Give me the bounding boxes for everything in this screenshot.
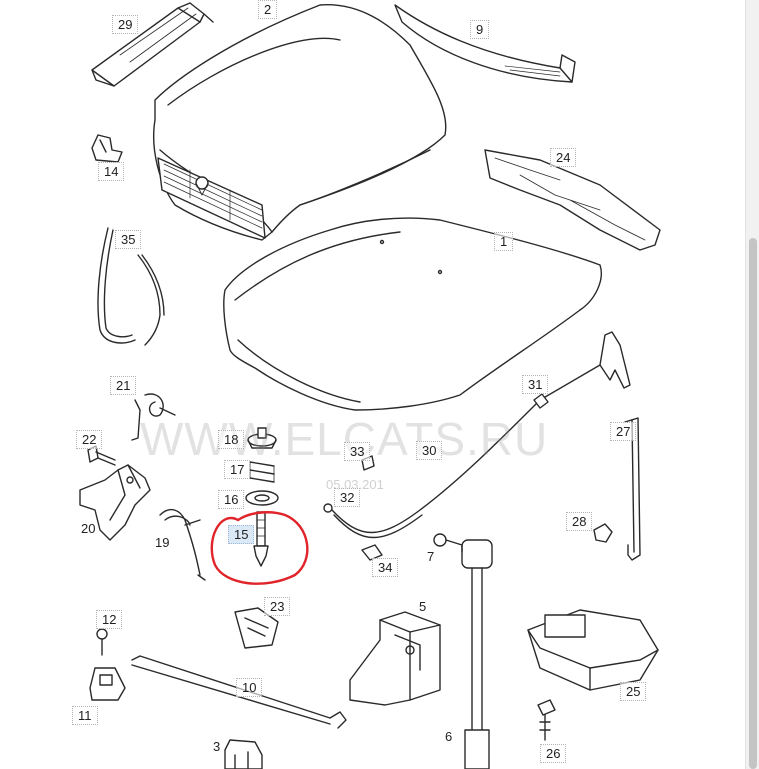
callout-11[interactable]: 11	[72, 706, 98, 725]
callout-20[interactable]: 20	[81, 521, 96, 536]
part-5-block	[349, 611, 441, 706]
part-30-cable	[323, 364, 601, 539]
callout-15[interactable]: 15	[228, 525, 255, 544]
scrollbar-thumb[interactable]	[749, 238, 757, 769]
part-15-bolt	[253, 511, 269, 567]
callout-28[interactable]: 28	[566, 512, 593, 531]
part-21-spring	[131, 393, 176, 441]
callout-18[interactable]: 18	[218, 430, 245, 449]
callout-3[interactable]: 3	[213, 739, 221, 754]
callout-35[interactable]: 35	[115, 230, 142, 249]
part-9-strip	[394, 4, 576, 83]
callout-6[interactable]: 6	[445, 729, 453, 744]
callout-26[interactable]: 26	[540, 744, 567, 763]
part-26-screw	[537, 699, 556, 741]
part-18-cap	[247, 427, 277, 449]
callout-16[interactable]: 16	[218, 490, 245, 509]
highlight-ring	[210, 511, 309, 585]
part-16-washer	[245, 490, 279, 506]
callout-30[interactable]: 30	[416, 441, 443, 460]
callout-33[interactable]: 33	[344, 442, 371, 461]
callout-10[interactable]: 10	[236, 678, 263, 697]
callout-1[interactable]: 1	[494, 232, 514, 251]
part-28-clip	[593, 523, 613, 543]
part-23-clip	[234, 607, 279, 649]
part-2-front-panel	[153, 4, 447, 241]
callout-7[interactable]: 7	[427, 549, 435, 564]
callout-34[interactable]: 34	[372, 558, 399, 577]
callout-25[interactable]: 25	[620, 682, 647, 701]
callout-22[interactable]: 22	[76, 430, 103, 449]
part-24-pad	[484, 149, 661, 251]
callout-17[interactable]: 17	[224, 460, 251, 479]
part-27-prop-rod	[624, 417, 641, 561]
part-35-seal	[97, 227, 165, 346]
vertical-scrollbar[interactable]	[745, 0, 759, 769]
part-1-hood	[223, 217, 602, 411]
part-14-clip	[91, 134, 123, 163]
part-29-spring	[91, 2, 214, 87]
callout-9[interactable]: 9	[470, 20, 490, 39]
callout-31[interactable]: 31	[522, 375, 549, 394]
part-22-bolt	[87, 445, 116, 466]
part-20-latch	[79, 464, 151, 541]
callout-24[interactable]: 24	[550, 148, 577, 167]
part-31-clip	[533, 393, 549, 409]
part-11-bracket	[89, 667, 126, 701]
part-25-lock	[527, 609, 659, 691]
part-6-strut	[461, 539, 493, 769]
callout-5[interactable]: 5	[419, 599, 427, 614]
callout-21[interactable]: 21	[110, 376, 137, 395]
callout-14[interactable]: 14	[98, 162, 125, 181]
part-19-spring-wire	[159, 508, 206, 581]
callout-12[interactable]: 12	[96, 610, 123, 629]
callout-29[interactable]: 29	[112, 15, 139, 34]
watermark-text: WWW.ELCATS.RU	[140, 413, 549, 465]
part-10-rod	[131, 655, 347, 729]
release-handle	[599, 331, 631, 389]
part-34-clip	[361, 544, 383, 561]
callout-32[interactable]: 32	[334, 488, 361, 507]
callout-27[interactable]: 27	[610, 422, 637, 441]
callout-2[interactable]: 2	[258, 0, 278, 19]
part-12-screw	[96, 628, 108, 656]
part-7-pin	[433, 533, 463, 553]
part-3-bracket	[224, 739, 263, 769]
callout-19[interactable]: 19	[155, 535, 170, 550]
callout-23[interactable]: 23	[264, 597, 291, 616]
